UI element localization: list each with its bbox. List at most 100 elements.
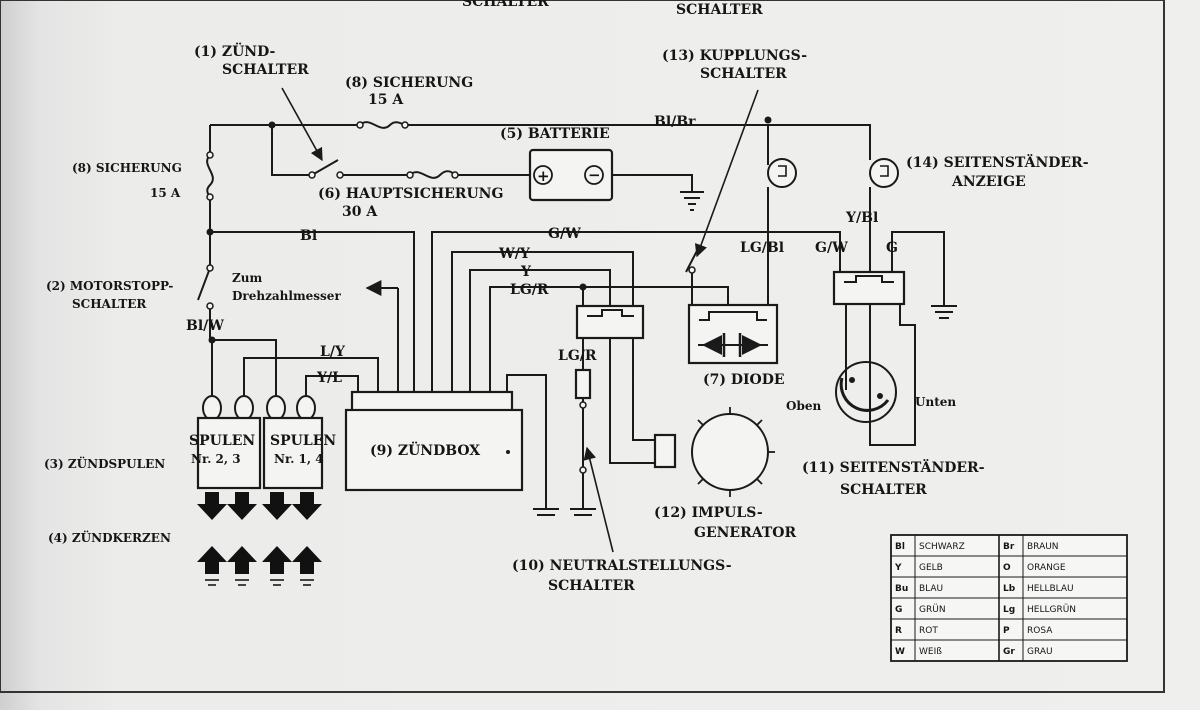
coil-14-number: Nr. 1, 4	[274, 452, 324, 466]
fuse-terminal	[206, 193, 214, 201]
legend-color-name: GRÜN	[919, 604, 946, 615]
fuse-top-symbol	[359, 121, 406, 129]
legend-color-name: ROSA	[1027, 626, 1053, 636]
legend-code: W	[895, 647, 905, 657]
pulse-generator-label: (12) IMPULS-	[654, 505, 763, 521]
side-stand-wire-mid	[869, 304, 916, 446]
wire-label: Bl/W	[186, 318, 224, 334]
diode-connector-top	[699, 311, 767, 321]
legend-code: O	[1003, 563, 1011, 573]
coil-23-label: SPULEN	[189, 433, 255, 449]
page-border	[0, 0, 1165, 693]
fuse-top-rating: 15 A	[368, 92, 404, 108]
legend-color-name: BLAU	[919, 584, 943, 594]
neutral-switch-pointer	[583, 446, 614, 553]
main-fuse-label: (6) HAUPTSICHERUNG	[318, 186, 503, 202]
side-stand-oben-label: Oben	[786, 399, 821, 413]
legend-color-name: GRAU	[1027, 647, 1053, 657]
fuse-terminal	[356, 121, 364, 129]
wire-label: Bl	[300, 228, 317, 244]
top-left-cut-label: SCHALTER	[462, 0, 549, 10]
wire-label: G/W	[815, 240, 848, 256]
lg-r-top-wire	[489, 286, 729, 392]
legend-code: Gr	[1003, 647, 1015, 657]
g-wire	[891, 231, 945, 305]
ignition-switch-label: SCHALTER	[222, 62, 309, 78]
side-stand-switch-contact	[849, 377, 855, 383]
spark-plug-ground-icons	[205, 579, 314, 586]
legend-color-name: HELLBLAU	[1027, 584, 1074, 594]
battery-plus-terminal	[533, 165, 553, 185]
coil-terminals	[202, 395, 316, 421]
motor-stop-switch-blade	[197, 267, 211, 301]
side-stand-connector	[832, 270, 906, 306]
neutral-switch-contact	[579, 401, 587, 409]
neutral-switch-contact	[579, 466, 587, 474]
legend-code: Lb	[1003, 584, 1016, 594]
wire-label: Y/Bl	[845, 210, 878, 226]
motor-stop-switch-contact	[206, 264, 214, 272]
fuse-terminal	[206, 151, 214, 159]
diode-box	[687, 303, 779, 365]
wire-label: Bl/Br	[654, 114, 696, 130]
pulse-generator-label: GENERATOR	[694, 525, 796, 541]
legend-color-name: HELLGRÜN	[1027, 604, 1076, 615]
wire-label: LG/Bl	[740, 240, 784, 256]
neutral-switch-resistor	[574, 368, 592, 400]
connector-detail	[587, 309, 634, 317]
coil-14-label: SPULEN	[270, 433, 336, 449]
legend-code: R	[895, 626, 902, 636]
connector-to-generator-2	[632, 338, 655, 441]
fuse-left-rating: 15 A	[150, 186, 181, 200]
side-stand-connector-detail	[844, 275, 894, 283]
legend-code: Lg	[1003, 605, 1015, 615]
junction-dot	[268, 121, 276, 129]
spark-plugs-label: (4) ZÜNDKERZEN	[48, 529, 171, 545]
fuse-terminal	[451, 171, 459, 179]
legend-code: G	[895, 605, 902, 615]
fuse-left-label: (8) SICHERUNG	[72, 161, 182, 175]
side-stand-switch-arc	[839, 377, 890, 412]
zuendbox-ground-wire	[506, 374, 547, 508]
ignition-switch-label: (1) ZÜND-	[194, 41, 275, 60]
ground-icon	[533, 508, 559, 516]
legend-color-name: SCHWARZ	[919, 542, 965, 552]
battery-plus-icon: +	[537, 167, 550, 185]
side-stand-switch-label: (11) SEITENSTÄNDER-	[802, 457, 985, 476]
wire-label: LG/R	[558, 348, 597, 364]
ignition-switch-contact	[308, 171, 316, 179]
fuse-terminal	[406, 171, 414, 179]
wire-label: Y/L	[316, 370, 342, 386]
legend-code: Y	[894, 563, 902, 573]
clutch-switch-blade	[685, 244, 701, 273]
coil-14-box	[262, 416, 324, 490]
legend-color-name: GELB	[919, 563, 943, 573]
diode-icon	[698, 333, 768, 357]
fuse-left-symbol	[206, 154, 214, 198]
legend-color-name: ORANGE	[1027, 563, 1066, 573]
clutch-switch-pointer	[694, 89, 759, 258]
wire-label: Y	[520, 264, 532, 280]
diode-label: (7) DIODE	[703, 372, 785, 388]
wire-label: LG/R	[510, 282, 549, 298]
coil-23-box	[196, 416, 262, 490]
ignition-switch-blade	[311, 159, 339, 176]
wire-label: L/Y	[320, 344, 346, 360]
junction-dot	[764, 116, 772, 124]
legend-code: Bl	[895, 542, 905, 552]
ignition-box	[344, 408, 524, 492]
side-stand-indicator-label: ANZEIGE	[951, 174, 1026, 190]
battery-minus-icon: −	[588, 166, 601, 184]
spark-plug-arrows	[197, 492, 322, 574]
battery-minus-terminal	[584, 165, 604, 185]
pulse-generator-rotor	[691, 413, 769, 491]
wire-label: G/W	[548, 226, 581, 242]
bl-w-coil-bus-2	[212, 339, 277, 398]
ignition-coils-label: (3) ZÜNDSPULEN	[44, 455, 165, 471]
fuse-terminal	[401, 121, 409, 129]
ignition-box-dot	[506, 450, 510, 454]
tachometer-label: Zum	[232, 271, 262, 285]
motor-stop-switch-contact	[206, 302, 214, 310]
